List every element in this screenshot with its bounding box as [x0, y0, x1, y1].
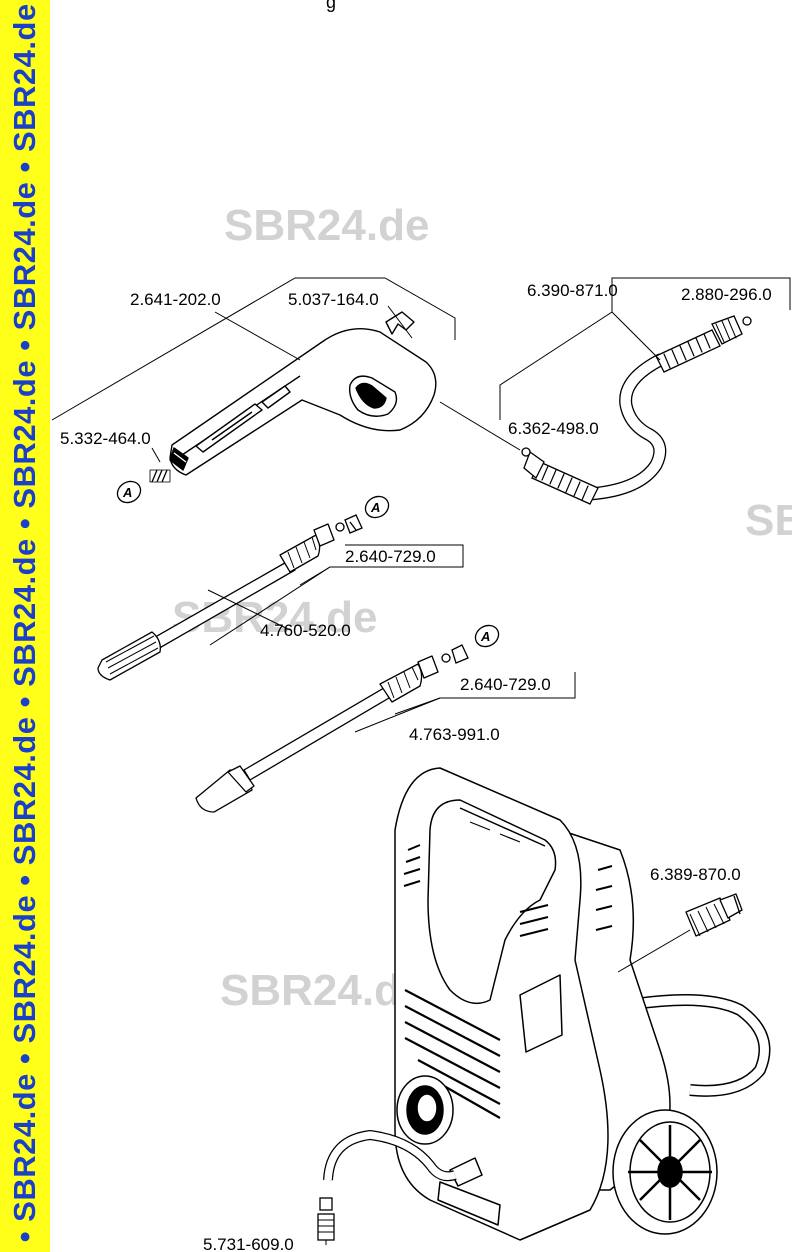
- svg-text:A: A: [370, 500, 380, 515]
- nozzle-kit-2-drawing: [441, 644, 469, 664]
- suction-filter-drawing: [317, 1197, 335, 1241]
- hose-drawing: [523, 315, 743, 505]
- part-label-nozzle-kit-2: 2.640-729.0: [460, 675, 551, 694]
- heading-fragment: g: [326, 0, 336, 12]
- watermark: SBR24.de: [224, 201, 429, 250]
- part-label-hose-nipple: 6.362-498.0: [508, 419, 599, 438]
- gun-spring-drawing: [149, 469, 171, 483]
- callout-a-marker: A: [116, 480, 142, 504]
- part-label-suction-filter: 5.731-609.0: [203, 1235, 294, 1252]
- svg-text:A: A: [480, 629, 490, 644]
- watermark: SBR24.de: [220, 966, 425, 1015]
- callout-a-marker: A: [364, 495, 390, 519]
- pressure-washer-body-drawing: [394, 767, 771, 1241]
- hose-nipple-oring: [521, 447, 531, 457]
- spray-lance-1-drawing: [97, 523, 335, 681]
- nozzle-kit-1-drawing: [335, 514, 363, 534]
- leader-lines: [51, 277, 791, 1245]
- callout-a-marker: A: [474, 624, 500, 648]
- spray-lance-2-drawing: [195, 655, 439, 813]
- svg-text:A: A: [122, 485, 132, 500]
- suction-hose-drawing: [323, 1129, 457, 1182]
- part-label-spray-lance-2: 4.763-991.0: [409, 725, 500, 744]
- part-label-trigger-gun: 2.641-202.0: [130, 290, 221, 309]
- part-label-spray-lance-1: 4.760-520.0: [260, 621, 351, 640]
- part-label-gun-spring: 5.332-464.0: [60, 429, 151, 448]
- part-label-hose-oring: 2.880-296.0: [681, 285, 772, 304]
- part-label-water-connector: 6.389-870.0: [650, 865, 741, 884]
- part-label-gun-clip: 5.037-164.0: [288, 290, 379, 309]
- part-label-nozzle-kit-1: 2.640-729.0: [345, 547, 436, 566]
- part-label-hose: 6.390-871.0: [527, 281, 618, 300]
- hose-oring: [742, 316, 752, 326]
- trigger-gun-drawing: [169, 311, 437, 476]
- watermark: SBR: [745, 496, 792, 545]
- side-banner: e • SBR24.de • SBR24.de • SBR24.de • SBR…: [0, 0, 50, 1252]
- water-connector-drawing: [685, 893, 743, 937]
